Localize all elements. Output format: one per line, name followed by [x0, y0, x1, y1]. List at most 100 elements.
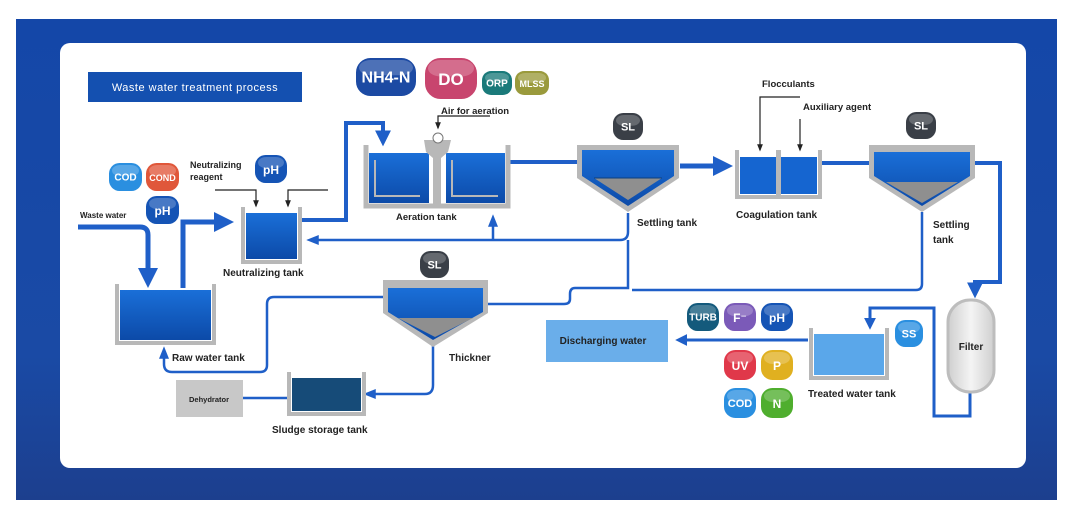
sensor-badge-label: N — [773, 397, 782, 411]
sensor-badge-bg — [146, 196, 179, 224]
pipe-filter-to-treated — [864, 306, 972, 418]
sensor-badge-label: ORP — [486, 79, 508, 90]
settling-tank-2 — [869, 145, 975, 212]
thickner — [383, 280, 488, 347]
sensor-badge-label: UV — [732, 359, 749, 373]
sensor-badge-label: COD — [114, 173, 136, 184]
sensor-badge-raw-ph: pH — [146, 196, 179, 224]
sensor-badge-aeration-do: DO — [425, 58, 477, 99]
pipe-settling2-to-filter — [967, 161, 1002, 299]
raw-water-tank-label: Raw water tank — [172, 353, 245, 364]
sensor-badge-label: DO — [438, 70, 464, 89]
sensor-badge-label: NH4-N — [362, 70, 411, 87]
dehydrator: Dehydrator — [176, 380, 243, 417]
sensor-badge-aeration-orp: ORP — [482, 71, 512, 95]
sensor-badge-label: COD — [728, 398, 753, 410]
pipe-return-sludge — [306, 213, 630, 245]
sensor-badge-bg — [761, 350, 793, 380]
sensor-badge-settling2-sl: SL — [906, 112, 936, 139]
sensor-badge-label: TURB — [689, 313, 717, 324]
sensor-badge-label: SS — [902, 329, 917, 341]
sensor-badge-bg — [724, 303, 756, 331]
sensor-badge-treated-f: F⁻ — [724, 303, 756, 331]
sensor-badge-gloss — [727, 305, 753, 317]
sensor-badge-bg — [356, 58, 416, 96]
sensor-badge-gloss — [909, 114, 933, 125]
sensor-badge-label: MLSS — [519, 79, 544, 89]
sensor-badge-gloss — [149, 198, 176, 210]
sensor-badge-treated-ph: pH — [761, 303, 793, 331]
sensor-badge-treated-p: P — [761, 350, 793, 380]
sensor-badge-bg — [724, 388, 756, 418]
sensor-badge-bg — [761, 388, 793, 418]
air-for-aeration-label: Air for aeration — [441, 106, 509, 117]
neutralizing-tank-label: Neutralizing tank — [223, 268, 304, 279]
sensor-badge-treated-uv: UV — [724, 350, 756, 380]
settling-tank-2-label-1: Settling — [933, 220, 970, 231]
sensor-badge-treated-turb: TURB — [687, 303, 719, 331]
labels: Waste water Neutralizing reagent Neutral… — [80, 79, 970, 436]
sludge-storage-tank — [287, 372, 366, 416]
sensor-badge-gloss — [616, 115, 640, 126]
sensor-badge-gloss — [258, 157, 284, 169]
sensor-badge-gloss — [727, 390, 753, 402]
sensor-badge-bg — [255, 155, 287, 183]
waste-water-label: Waste water — [80, 211, 126, 220]
aeration-tank-label: Aeration tank — [396, 212, 457, 223]
dehydrator-label: Dehydrator — [189, 395, 229, 404]
sensor-badge-raw-cod: COD — [109, 163, 142, 191]
sensor-badge-gloss — [423, 253, 446, 264]
flocculants-label: Flocculants — [762, 79, 815, 90]
sensor-badge-bg — [761, 303, 793, 331]
sensor-badge-gloss — [764, 390, 790, 402]
sensor-badge-gloss — [485, 73, 509, 83]
discharging-water-label: Discharging water — [560, 336, 647, 347]
sensor-badge-aeration-mlss: MLSS — [515, 71, 549, 95]
neutralizing-reagent-label-2: reagent — [190, 172, 223, 182]
sensor-badge-gloss — [149, 165, 176, 177]
sensor-badge-label: SL — [914, 121, 928, 133]
sensor-badge-treated-ss: SS — [895, 320, 923, 347]
thickner-label: Thickner — [449, 353, 491, 364]
sensor-badge-thickner-sl: SL — [420, 251, 449, 278]
sensor-badge-bg — [482, 71, 512, 95]
sensor-badge-settling1-sl: SL — [613, 113, 643, 140]
sensor-badge-label: pH — [769, 311, 785, 325]
sensor-badge-label: P — [773, 359, 781, 373]
sensor-badge-gloss — [428, 60, 474, 77]
pipe-neutralizing-to-aeration — [298, 121, 391, 222]
auxiliary-agent-label: Auxiliary agent — [803, 102, 872, 113]
sensor-badge-gloss — [727, 352, 753, 364]
sensor-badge-bg — [724, 350, 756, 380]
pipes — [78, 121, 1002, 418]
sensor-badge-gloss — [690, 305, 716, 317]
sensor-badge-gloss — [359, 60, 413, 76]
sensor-badge-gloss — [764, 305, 790, 317]
pipe-thickner-to-sludge — [363, 346, 435, 399]
discharging-water-box: Discharging water — [546, 320, 668, 362]
neutralizing-reagent-label-1: Neutralizing — [190, 160, 242, 170]
pipe-settling2-to-thickner — [632, 212, 924, 292]
sensor-badge-label: COND — [149, 173, 176, 183]
sludge-storage-tank-label: Sludge storage tank — [272, 425, 368, 436]
sensor-badge-gloss — [112, 165, 139, 177]
sensor-badge-treated-n: N — [761, 388, 793, 418]
sensor-badges: COD COND pH pH NH4-N DO ORP MLSS SL SL SL TURB F⁻ pH U… — [109, 58, 936, 418]
page-title: Waste water treatment process — [112, 82, 278, 94]
sensor-badge-label: F⁻ — [733, 311, 747, 325]
reagent-lines — [215, 96, 803, 208]
coagulation-tank — [735, 150, 822, 199]
sensor-badge-label: pH — [263, 163, 279, 177]
settling-tank-1-label: Settling tank — [637, 218, 697, 229]
filter: Filter — [946, 298, 996, 394]
sensor-badge-gloss — [764, 352, 790, 364]
sensor-badge-gloss — [898, 322, 920, 333]
sensor-badge-label: pH — [155, 204, 171, 218]
sensor-badge-treated-cod: COD — [724, 388, 756, 418]
neutralizing-tank — [241, 207, 302, 264]
sensor-badge-bg — [146, 163, 179, 191]
sensor-badge-bg — [425, 58, 477, 99]
pipe-thickner-to-raw — [159, 295, 385, 374]
sensor-badge-neutral-ph: pH — [255, 155, 287, 183]
